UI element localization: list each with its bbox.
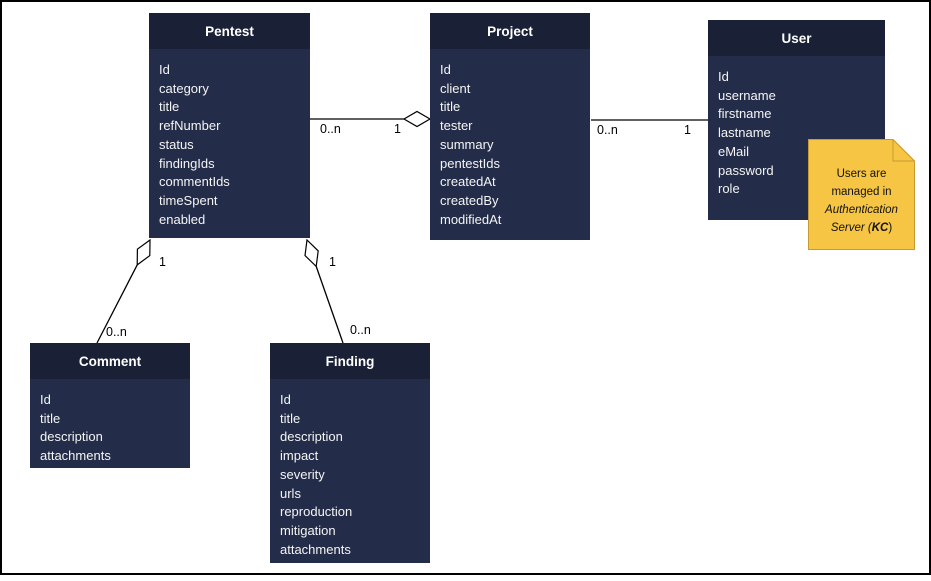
entity-user: User Id username firstname lastname eMail pas… <box>708 20 885 220</box>
entity-field-list: Id client title tester summary pentestIds crea… <box>430 49 590 229</box>
entity-field: eMail <box>718 143 750 159</box>
entity-field-list: Id title description attachments <box>30 379 190 466</box>
multiplicity-label: 1 <box>329 255 336 269</box>
multiplicity-label: 1 <box>159 255 166 269</box>
entity-field: category <box>159 80 209 96</box>
aggregation-diamond-icon <box>304 238 319 268</box>
entity-field: Id <box>40 392 51 407</box>
entity-title: User <box>708 20 885 56</box>
entity-field: commentIds <box>159 174 230 190</box>
entity-field: Id <box>718 69 729 84</box>
entity-field: title <box>159 99 180 115</box>
aggregation-diamond-icon <box>402 110 432 128</box>
connector-project-user: 0..n 1 <box>591 119 708 137</box>
entity-field: createdAt <box>440 174 496 190</box>
entity-field: severity <box>280 466 325 482</box>
connector-pentest-comment: 1 0..n <box>96 238 166 344</box>
entity-field: mitigation <box>280 522 336 538</box>
entity-field: impact <box>280 448 319 464</box>
multiplicity-label: 0..n <box>106 325 127 339</box>
sticky-note: Users are managed in Authentication Serv… <box>808 139 915 250</box>
note-text-part: ) <box>888 222 893 234</box>
entity-field: password <box>718 162 774 178</box>
entity-title: Pentest <box>149 13 310 49</box>
entity-field: description <box>280 429 343 445</box>
connector-line <box>315 266 344 344</box>
entity-field-list: Id title description impact severity urls repr… <box>270 379 430 559</box>
entity-field: modifiedAt <box>440 211 502 227</box>
multiplicity-label: 0..n <box>320 122 341 136</box>
entity-title: Project <box>430 13 590 49</box>
entity-field: role <box>718 181 740 197</box>
connector-pentest-finding: 1 0..n <box>304 238 371 344</box>
multiplicity-label: 1 <box>684 123 691 137</box>
entity-field: reproduction <box>280 504 353 520</box>
entity-pentest: Pentest Id category title refNumber status fi… <box>149 13 310 238</box>
connector-line <box>96 264 138 344</box>
note-text-part: Server ( <box>830 222 872 234</box>
entity-field: client <box>440 80 471 96</box>
note-line: Authentication <box>825 204 898 216</box>
note-line: managed in <box>831 186 892 198</box>
entity-field: timeSpent <box>159 192 218 208</box>
entity-field-list: Id username firstname lastname eMail password… <box>708 56 885 199</box>
multiplicity-label: 1 <box>394 122 401 136</box>
entity-field: urls <box>280 485 301 501</box>
entity-field: Id <box>159 62 170 77</box>
connector-pentest-project: 0..n 1 <box>310 110 432 136</box>
entity-field: attachments <box>40 448 111 464</box>
entity-field: Id <box>440 62 451 77</box>
entity-field: tester <box>440 118 473 134</box>
aggregation-diamond-icon <box>136 238 151 267</box>
entity-field: refNumber <box>159 118 221 134</box>
entity-comment: Comment Id title description attachments <box>30 343 190 468</box>
entity-field-list: Id category title refNumber status findingIds… <box>149 49 310 229</box>
entity-finding: Finding Id title description impact severity… <box>270 343 430 563</box>
entity-field: title <box>40 410 61 426</box>
entity-field: title <box>280 410 301 426</box>
entity-field: status <box>159 136 194 152</box>
multiplicity-label: 0..n <box>350 323 371 337</box>
entity-field: pentestIds <box>440 155 500 171</box>
entity-field: lastname <box>718 125 771 141</box>
entity-field: Id <box>280 392 291 407</box>
entity-field: title <box>440 99 461 115</box>
note-text-part: KC <box>871 222 889 234</box>
entity-field: description <box>40 429 103 445</box>
entity-title: Finding <box>270 343 430 379</box>
note-line: Server (KC) <box>808 219 915 237</box>
entity-project: Project Id client title tester summary pentes… <box>430 13 590 240</box>
entity-field: firstname <box>718 106 772 122</box>
folded-corner-icon <box>892 139 915 162</box>
entity-field: createdBy <box>440 192 499 208</box>
entity-field: attachments <box>280 541 351 557</box>
multiplicity-label: 0..n <box>597 123 618 137</box>
note-line: Users are <box>836 168 887 180</box>
entity-field: findingIds <box>159 155 215 171</box>
entity-title: Comment <box>30 343 190 379</box>
entity-field: summary <box>440 136 494 152</box>
entity-field: enabled <box>159 211 206 227</box>
sticky-note-shape-icon <box>808 139 915 250</box>
entity-field: username <box>718 87 776 103</box>
sticky-note-text: Users are managed in Authentication Serv… <box>808 139 915 250</box>
